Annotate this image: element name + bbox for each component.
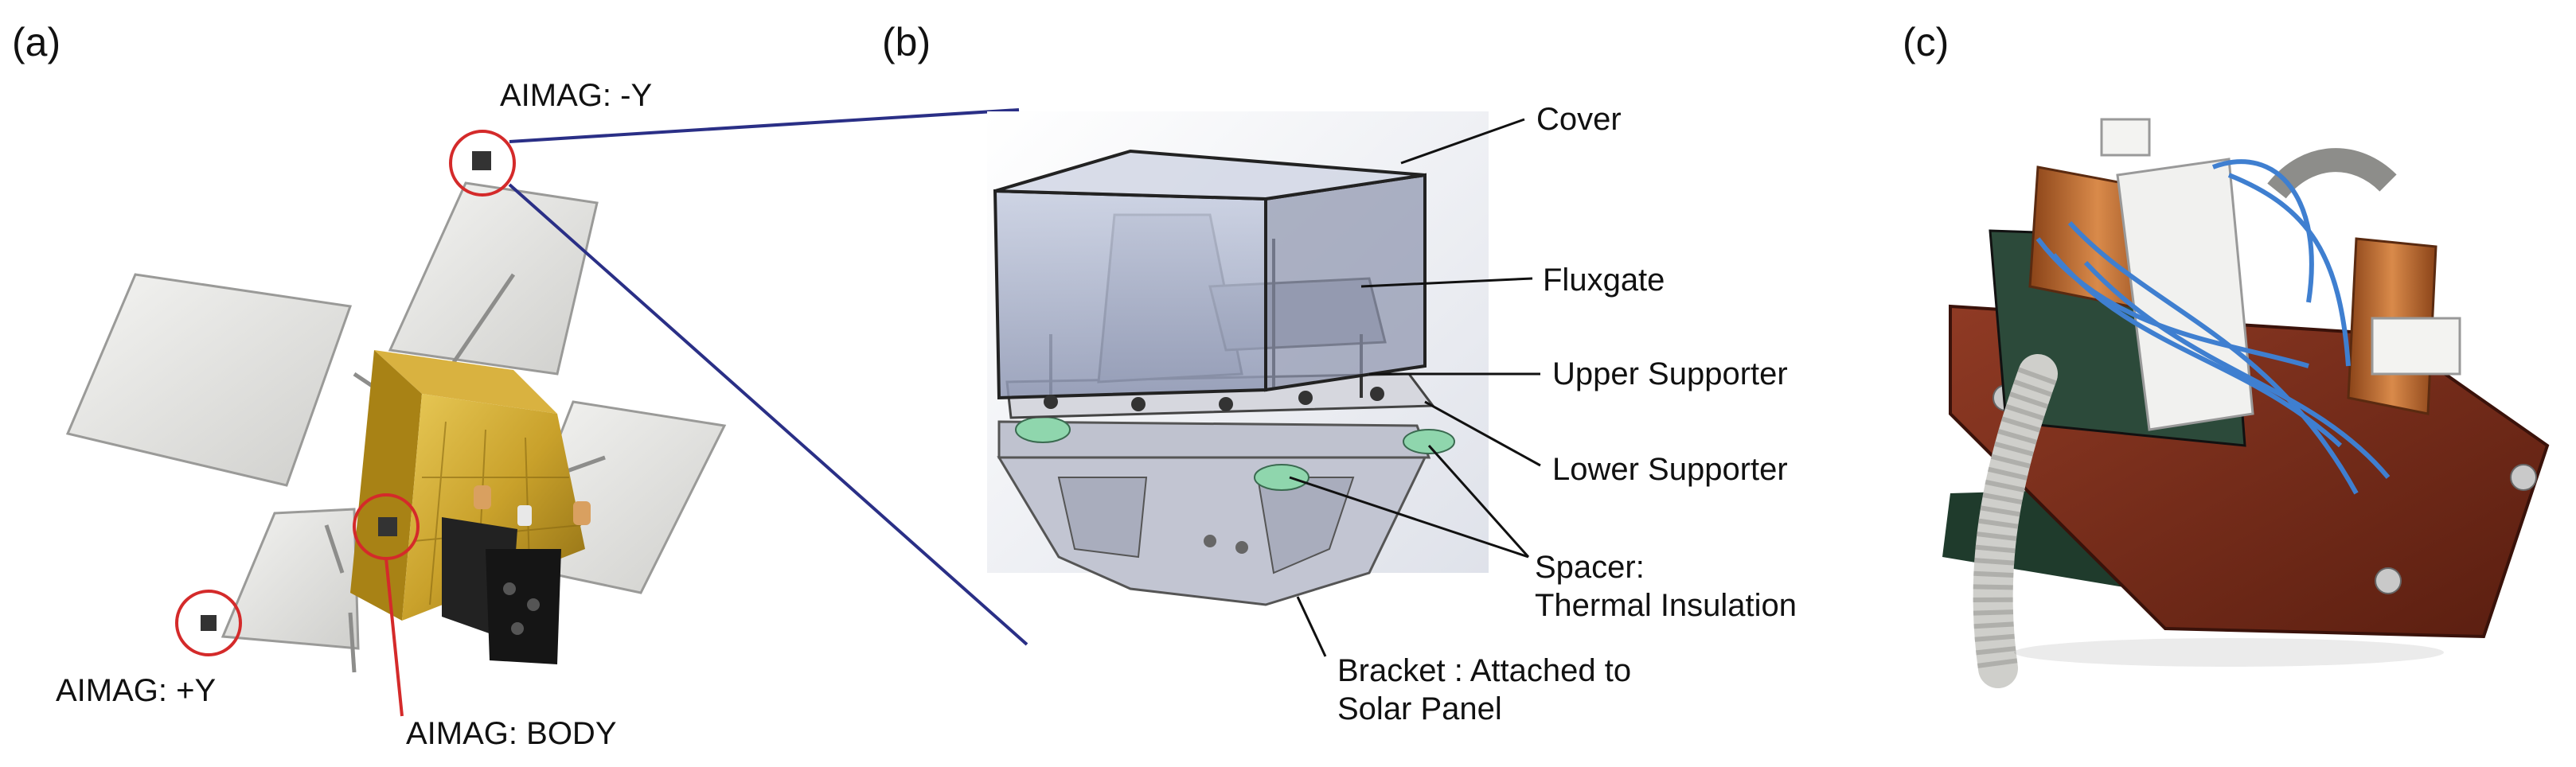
satellite-body-top [374,350,557,414]
aimag-plus-y-sensor [201,615,217,631]
label-aimag-plus-y: AIMAG: +Y [56,673,217,708]
label-fluxgate: Fluxgate [1543,263,1665,298]
label-bracket-line2: Solar Panel [1337,691,1502,726]
label-lower-supporter: Lower Supporter [1552,452,1788,487]
label-spacer: Spacer: Thermal Insulation [1535,551,1797,621]
sensor-photo [1942,118,2550,688]
aimag-minus-y-sensor [472,151,491,170]
label-spacer-line2: Thermal Insulation [1535,588,1797,623]
solar-panel-bottom [221,508,360,650]
solar-panel-top [388,181,599,376]
satellite-illustration [65,130,727,717]
label-aimag-minus-y: AIMAG: -Y [500,78,653,113]
label-bracket: Bracket : Attached to Solar Panel [1337,655,1631,725]
blue-wires [2035,159,2391,495]
zoom-connector-lines [508,108,1028,646]
thermal-spacers [1015,416,1455,491]
cover-glass-side [1264,173,1427,392]
label-spacer-line1: Spacer: [1535,550,1645,585]
label-upper-supporter: Upper Supporter [1552,356,1788,391]
solar-panel-left [65,273,353,487]
cover-glass-front [993,189,1267,400]
label-aimag-body: AIMAG: BODY [406,716,617,751]
panel-label-a: (a) [12,20,61,64]
aimag-body-sensor [378,517,397,536]
lower-supporter-plate [997,420,1431,459]
highlight-circle-minus-y [449,130,516,197]
body-leader-line [384,558,404,717]
highlight-circle-plus-y [175,590,242,656]
panel-label-c: (c) [1903,20,1950,64]
panel-label-b: (b) [882,20,931,64]
label-bracket-line1: Bracket : Attached to [1337,653,1632,688]
cover-glass-top [994,149,1426,201]
label-cover: Cover [1536,102,1622,137]
sensor-assembly-diagram [987,111,1489,606]
instrument-block-2 [486,549,561,664]
callout-leaders-b [1289,118,1541,657]
